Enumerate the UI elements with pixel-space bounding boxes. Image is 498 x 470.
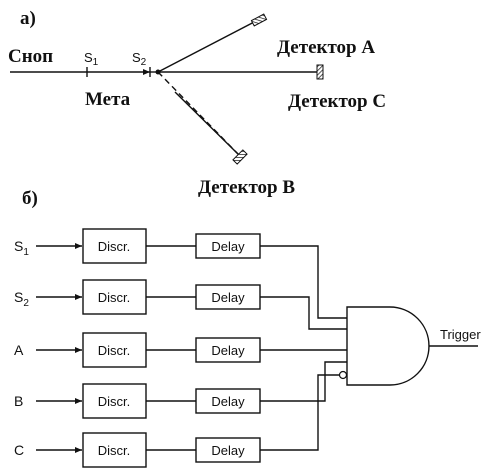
part-a-label: а) bbox=[20, 8, 36, 29]
s2-label: S2 bbox=[132, 50, 147, 68]
discriminator-label: Discr. bbox=[98, 394, 131, 409]
discriminator-label: Discr. bbox=[98, 290, 131, 305]
discriminator-box bbox=[82, 432, 147, 468]
detector-c-block bbox=[316, 64, 324, 80]
discriminator-label: Discr. bbox=[98, 443, 131, 458]
delay-box bbox=[195, 337, 261, 363]
discriminator-box bbox=[82, 279, 147, 315]
part-a-setup: а) Сноп S1 S2 Мета Детектор A Детектор C… bbox=[8, 8, 386, 198]
delay-to-gate-wire bbox=[260, 374, 339, 451]
discriminator-label: Discr. bbox=[98, 343, 131, 358]
delay-box bbox=[195, 284, 261, 310]
delay-label: Delay bbox=[211, 343, 245, 358]
inverted-input-bubble bbox=[338, 370, 348, 380]
delay-label: Delay bbox=[211, 443, 245, 458]
s1-label: S1 bbox=[84, 50, 99, 68]
trigger-label: Trigger bbox=[440, 327, 481, 342]
channel-label: S2 bbox=[14, 289, 29, 309]
delay-box bbox=[195, 437, 261, 463]
discriminator-box bbox=[82, 383, 147, 419]
beam-label: Сноп bbox=[8, 46, 53, 67]
and-gate bbox=[346, 306, 430, 386]
detector-a-block bbox=[250, 13, 268, 27]
delay-box bbox=[195, 388, 261, 414]
channel-label: A bbox=[14, 342, 24, 358]
detector-a-label: Детектор A bbox=[277, 37, 375, 58]
delay-label: Delay bbox=[211, 290, 245, 305]
delay-to-gate-wire bbox=[260, 361, 347, 402]
discriminator-label: Discr. bbox=[98, 239, 131, 254]
channel-label: S1 bbox=[14, 238, 29, 258]
channel-row: B Discr. Delay bbox=[14, 361, 347, 419]
channel-row: S2 Discr. Delay bbox=[14, 279, 347, 330]
channel-label: B bbox=[14, 393, 23, 409]
part-b-label: б) bbox=[22, 188, 38, 209]
path-to-detector-b bbox=[174, 91, 241, 157]
path-to-detector-a bbox=[157, 19, 259, 73]
delay-to-gate-wire bbox=[260, 296, 347, 330]
detector-c-label: Детектор C bbox=[288, 91, 386, 112]
delay-label: Delay bbox=[211, 394, 245, 409]
target-label: Мета bbox=[85, 89, 131, 110]
detector-b-label: Детектор B bbox=[198, 177, 295, 198]
delay-box bbox=[195, 233, 261, 259]
channel-label: C bbox=[14, 442, 24, 458]
delay-to-gate-wire bbox=[260, 245, 347, 319]
channel-row: C Discr. Delay bbox=[14, 374, 339, 468]
delay-label: Delay bbox=[211, 239, 245, 254]
channel-row: A Discr. Delay bbox=[14, 332, 347, 368]
detector-b-block bbox=[232, 149, 248, 165]
